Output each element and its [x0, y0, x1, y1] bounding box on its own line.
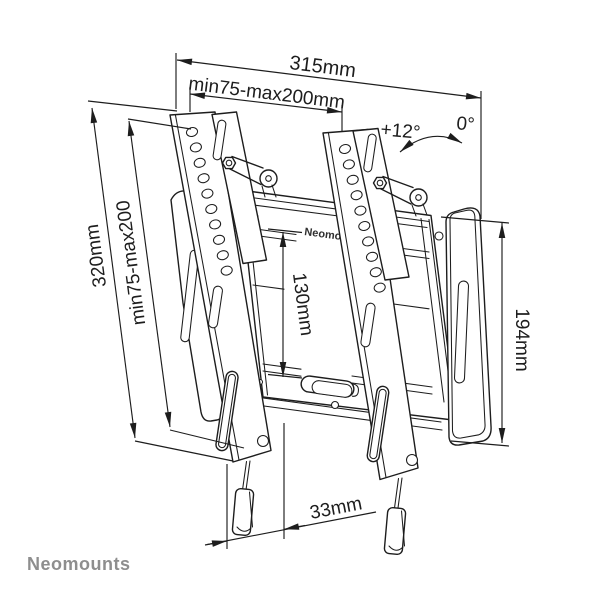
plate-logo: Neomo	[304, 226, 343, 243]
dimension-plate-slot-spacing: 130mm	[279, 232, 317, 377]
left-bracket-vesa-holes	[185, 126, 233, 276]
right-bracket-slot-upper	[360, 302, 376, 348]
right-bracket-adjust-slot	[363, 133, 377, 173]
right-pad-slot	[453, 280, 470, 384]
brand-watermark: Neomounts	[27, 554, 131, 574]
left-bracket-slot-upper	[208, 285, 223, 329]
total-width-label: 315mm	[288, 52, 357, 82]
left-strap-handle	[231, 488, 255, 536]
right-pad-face	[449, 209, 486, 439]
right-tv-pad	[445, 207, 492, 446]
total-height-label: 320mm	[82, 223, 111, 289]
tilt-indicator: +12° 0°	[380, 113, 476, 153]
right-pad-outline	[445, 207, 492, 446]
left-bracket-adjust-slot	[212, 119, 227, 161]
dimension-bracket-height: 194mm	[498, 223, 532, 443]
left-pull-strap	[231, 460, 255, 536]
left-tv-bracket	[169, 111, 278, 536]
right-strap-handle	[383, 507, 407, 555]
dimension-vesa-height: min75-max200	[113, 120, 172, 428]
vesa-width-label: min75-max200mm	[187, 74, 346, 114]
right-bracket-vesa-holes	[338, 143, 386, 293]
tilt-arc-arrow	[399, 132, 463, 153]
right-tv-bracket	[322, 127, 428, 555]
tilt-zero-label: 0°	[456, 113, 476, 136]
wall-distance-label: 33mm	[308, 493, 364, 524]
right-tilt-arm	[372, 175, 428, 217]
tilt-down-label: +12°	[380, 119, 422, 143]
dimension-vesa-width: min75-max200mm	[187, 74, 346, 114]
right-pull-strap	[383, 477, 407, 555]
dimension-wall-distance: 33mm	[204, 493, 377, 547]
bracket-height-label: 194mm	[511, 308, 532, 371]
left-tilt-arm	[221, 155, 278, 198]
